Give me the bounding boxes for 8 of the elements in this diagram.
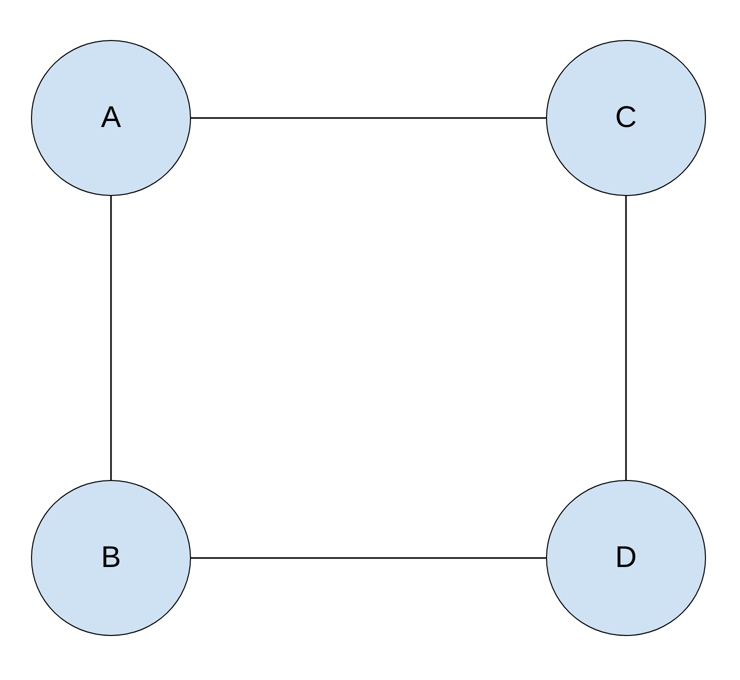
connector-line <box>625 196 627 480</box>
connector-line <box>191 117 546 119</box>
node-label: D <box>615 541 637 575</box>
connector-line <box>110 196 112 480</box>
node-label: A <box>100 101 121 135</box>
node-label: C <box>615 101 637 135</box>
node-label: B <box>100 541 121 575</box>
connector-line <box>191 557 546 559</box>
